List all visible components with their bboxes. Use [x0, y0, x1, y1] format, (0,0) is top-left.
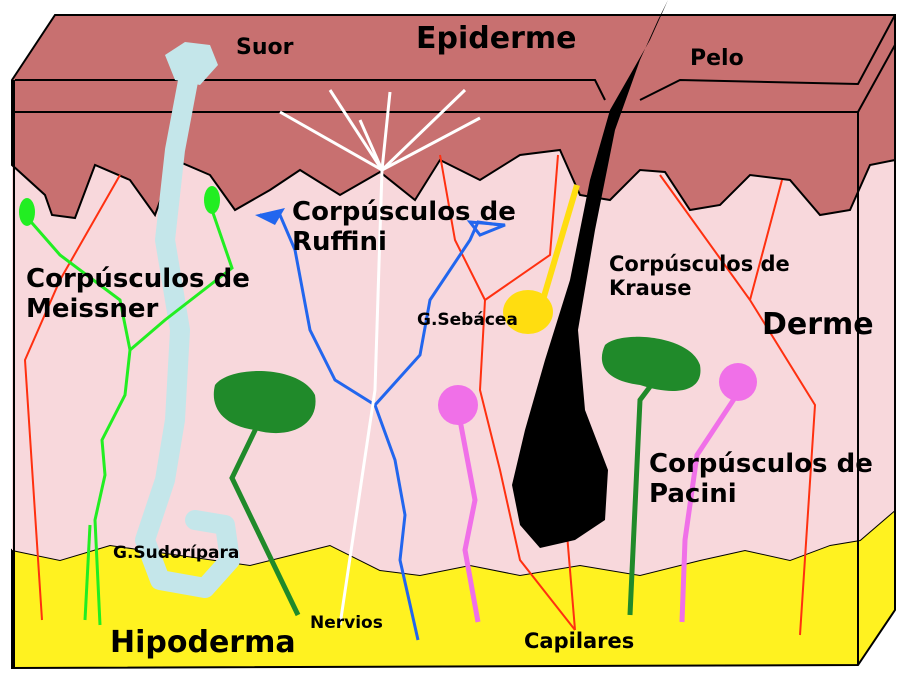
pacini-corpuscles [438, 363, 757, 623]
label-nervios: Nervios [310, 613, 383, 633]
label-ruffini-line2: Ruffini [292, 226, 387, 257]
epidermis-layer [11, 14, 896, 220]
label-ruffini-line1: Corpúsculos de [292, 197, 516, 227]
label-ruffini: Corpúsculos de Ruffini [292, 197, 516, 258]
label-epiderme: Epiderme [416, 21, 577, 56]
meissner-corpuscles [23, 209, 234, 626]
label-suor: Suor [236, 35, 294, 60]
label-pacini-line2: Pacini [649, 478, 737, 509]
label-krause-line2: Krause [609, 276, 692, 301]
label-pelo: Pelo [690, 46, 744, 71]
dermis-layer [12, 150, 895, 575]
label-sebacea: G.Sebácea [417, 310, 518, 330]
label-sudoripara: G.Sudorípara [113, 543, 240, 563]
sweat-gland [135, 50, 240, 598]
capillaries [23, 154, 817, 636]
label-capilares: Capilares [524, 629, 635, 653]
hair [512, 0, 668, 548]
label-meissner-line2: Meissner [26, 293, 159, 324]
label-hipoderma: Hipoderma [110, 625, 296, 660]
label-pacini-line1: Corpúsculos de [649, 449, 873, 479]
label-krause: Corpúsculos de Krause [609, 252, 790, 300]
nerve-white [279, 88, 481, 626]
label-derme: Derme [762, 307, 874, 342]
label-meissner-line1: Corpúsculos de [26, 264, 250, 294]
sebaceous-gland [503, 184, 580, 334]
label-krause-line1: Corpúsculos de [609, 252, 790, 276]
label-meissner: Corpúsculos de Meissner [26, 264, 250, 325]
label-pacini: Corpúsculos de Pacini [649, 449, 873, 510]
krause-corpuscles [213, 336, 701, 617]
